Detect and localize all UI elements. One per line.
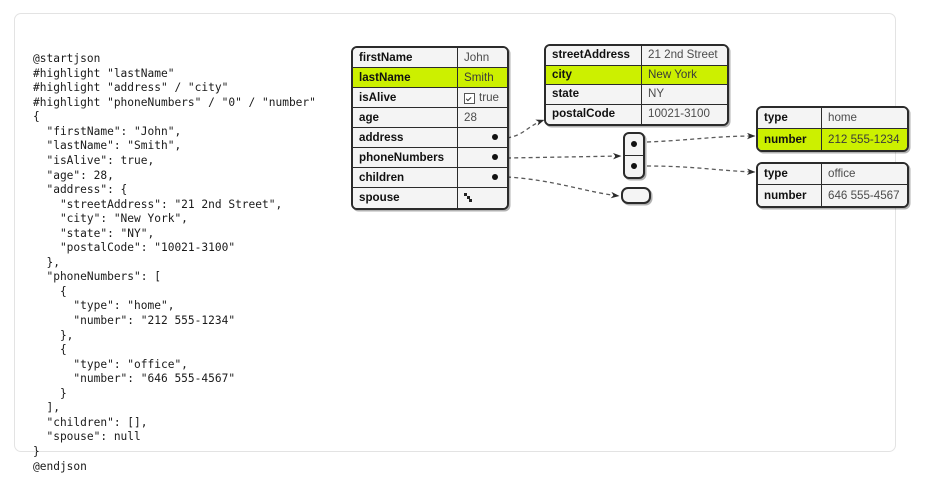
table-row: firstName John	[353, 48, 507, 68]
reference-dot-icon	[492, 134, 498, 140]
root-value-firstName: John	[458, 48, 507, 67]
reference-dot-icon	[631, 163, 637, 170]
table-row: phoneNumbers	[353, 148, 507, 168]
table-row: city New York	[546, 65, 727, 85]
phonenumbers-array-node	[623, 132, 645, 179]
null-marker-icon	[464, 192, 474, 203]
link-phone-1	[646, 165, 756, 175]
table-row: lastName Smith	[353, 68, 507, 88]
table-row: address	[353, 128, 507, 148]
phone0-value-number: 212 555-1234	[822, 129, 907, 150]
root-key-age: age	[353, 108, 458, 127]
table-row: age 28	[353, 108, 507, 128]
root-key-spouse: spouse	[353, 188, 458, 208]
root-value-spouse	[458, 188, 507, 208]
address-value-city: New York	[642, 65, 727, 84]
root-key-isAlive: isAlive	[353, 88, 458, 107]
address-key-postalCode: postalCode	[546, 104, 642, 124]
root-value-phoneNumbers	[458, 148, 507, 167]
root-value-lastName: Smith	[458, 68, 507, 87]
address-key-city: city	[546, 65, 642, 84]
link-phonenumbers	[506, 152, 622, 160]
table-row: spouse	[353, 188, 507, 208]
table-row: type home	[758, 108, 907, 129]
table-row: number 646 555-4567	[758, 185, 907, 206]
address-value-state: NY	[642, 85, 727, 104]
root-value-address	[458, 128, 507, 147]
diagram-panel: @startjson #highlight "lastName" #highli…	[14, 13, 909, 473]
phone0-value-type: home	[822, 108, 907, 128]
plantuml-source-code: @startjson #highlight "lastName" #highli…	[33, 52, 316, 473]
root-key-lastName: lastName	[353, 68, 458, 87]
root-object-table: firstName John lastName Smith isAlive tr…	[351, 46, 509, 210]
phone-office-table: type office number 646 555-4567	[756, 162, 909, 208]
reference-dot-icon	[492, 154, 498, 160]
table-row: streetAddress 21 2nd Street	[546, 46, 727, 66]
address-key-state: state	[546, 85, 642, 104]
root-key-children: children	[353, 168, 458, 187]
phone0-key-number: number	[758, 129, 822, 150]
root-value-isAlive-text: true	[479, 90, 499, 104]
address-value-postalCode: 10021-3100	[642, 104, 727, 124]
phone1-value-type: office	[822, 164, 907, 184]
phone1-key-type: type	[758, 164, 822, 184]
phone0-key-type: type	[758, 108, 822, 128]
table-row: isAlive true	[353, 88, 507, 108]
address-key-streetAddress: streetAddress	[546, 46, 642, 65]
array-slot-1	[625, 156, 643, 178]
table-row: postalCode 10021-3100	[546, 104, 727, 124]
reference-dot-icon	[492, 174, 498, 180]
checkbox-checked-icon	[464, 92, 475, 104]
table-row: children	[353, 168, 507, 188]
root-value-children	[458, 168, 507, 187]
root-value-isAlive: true	[458, 88, 507, 107]
root-key-address: address	[353, 128, 458, 147]
link-children	[506, 176, 620, 199]
address-value-streetAddress: 21 2nd Street	[642, 46, 727, 65]
phone1-key-number: number	[758, 185, 822, 206]
root-key-firstName: firstName	[353, 48, 458, 67]
root-key-phoneNumbers: phoneNumbers	[353, 148, 458, 167]
table-row: type office	[758, 164, 907, 185]
link-address	[506, 119, 545, 139]
table-row: number 212 555-1234	[758, 129, 907, 150]
root-value-age: 28	[458, 108, 507, 127]
array-slot-0	[625, 134, 643, 156]
reference-dot-icon	[631, 141, 637, 148]
table-row: state NY	[546, 85, 727, 105]
children-empty-array-node	[621, 187, 651, 204]
phone1-value-number: 646 555-4567	[822, 185, 907, 206]
phone-home-table: type home number 212 555-1234	[756, 106, 909, 152]
link-phone-0	[646, 132, 756, 143]
address-object-table: streetAddress 21 2nd Street city New Yor…	[544, 44, 729, 126]
